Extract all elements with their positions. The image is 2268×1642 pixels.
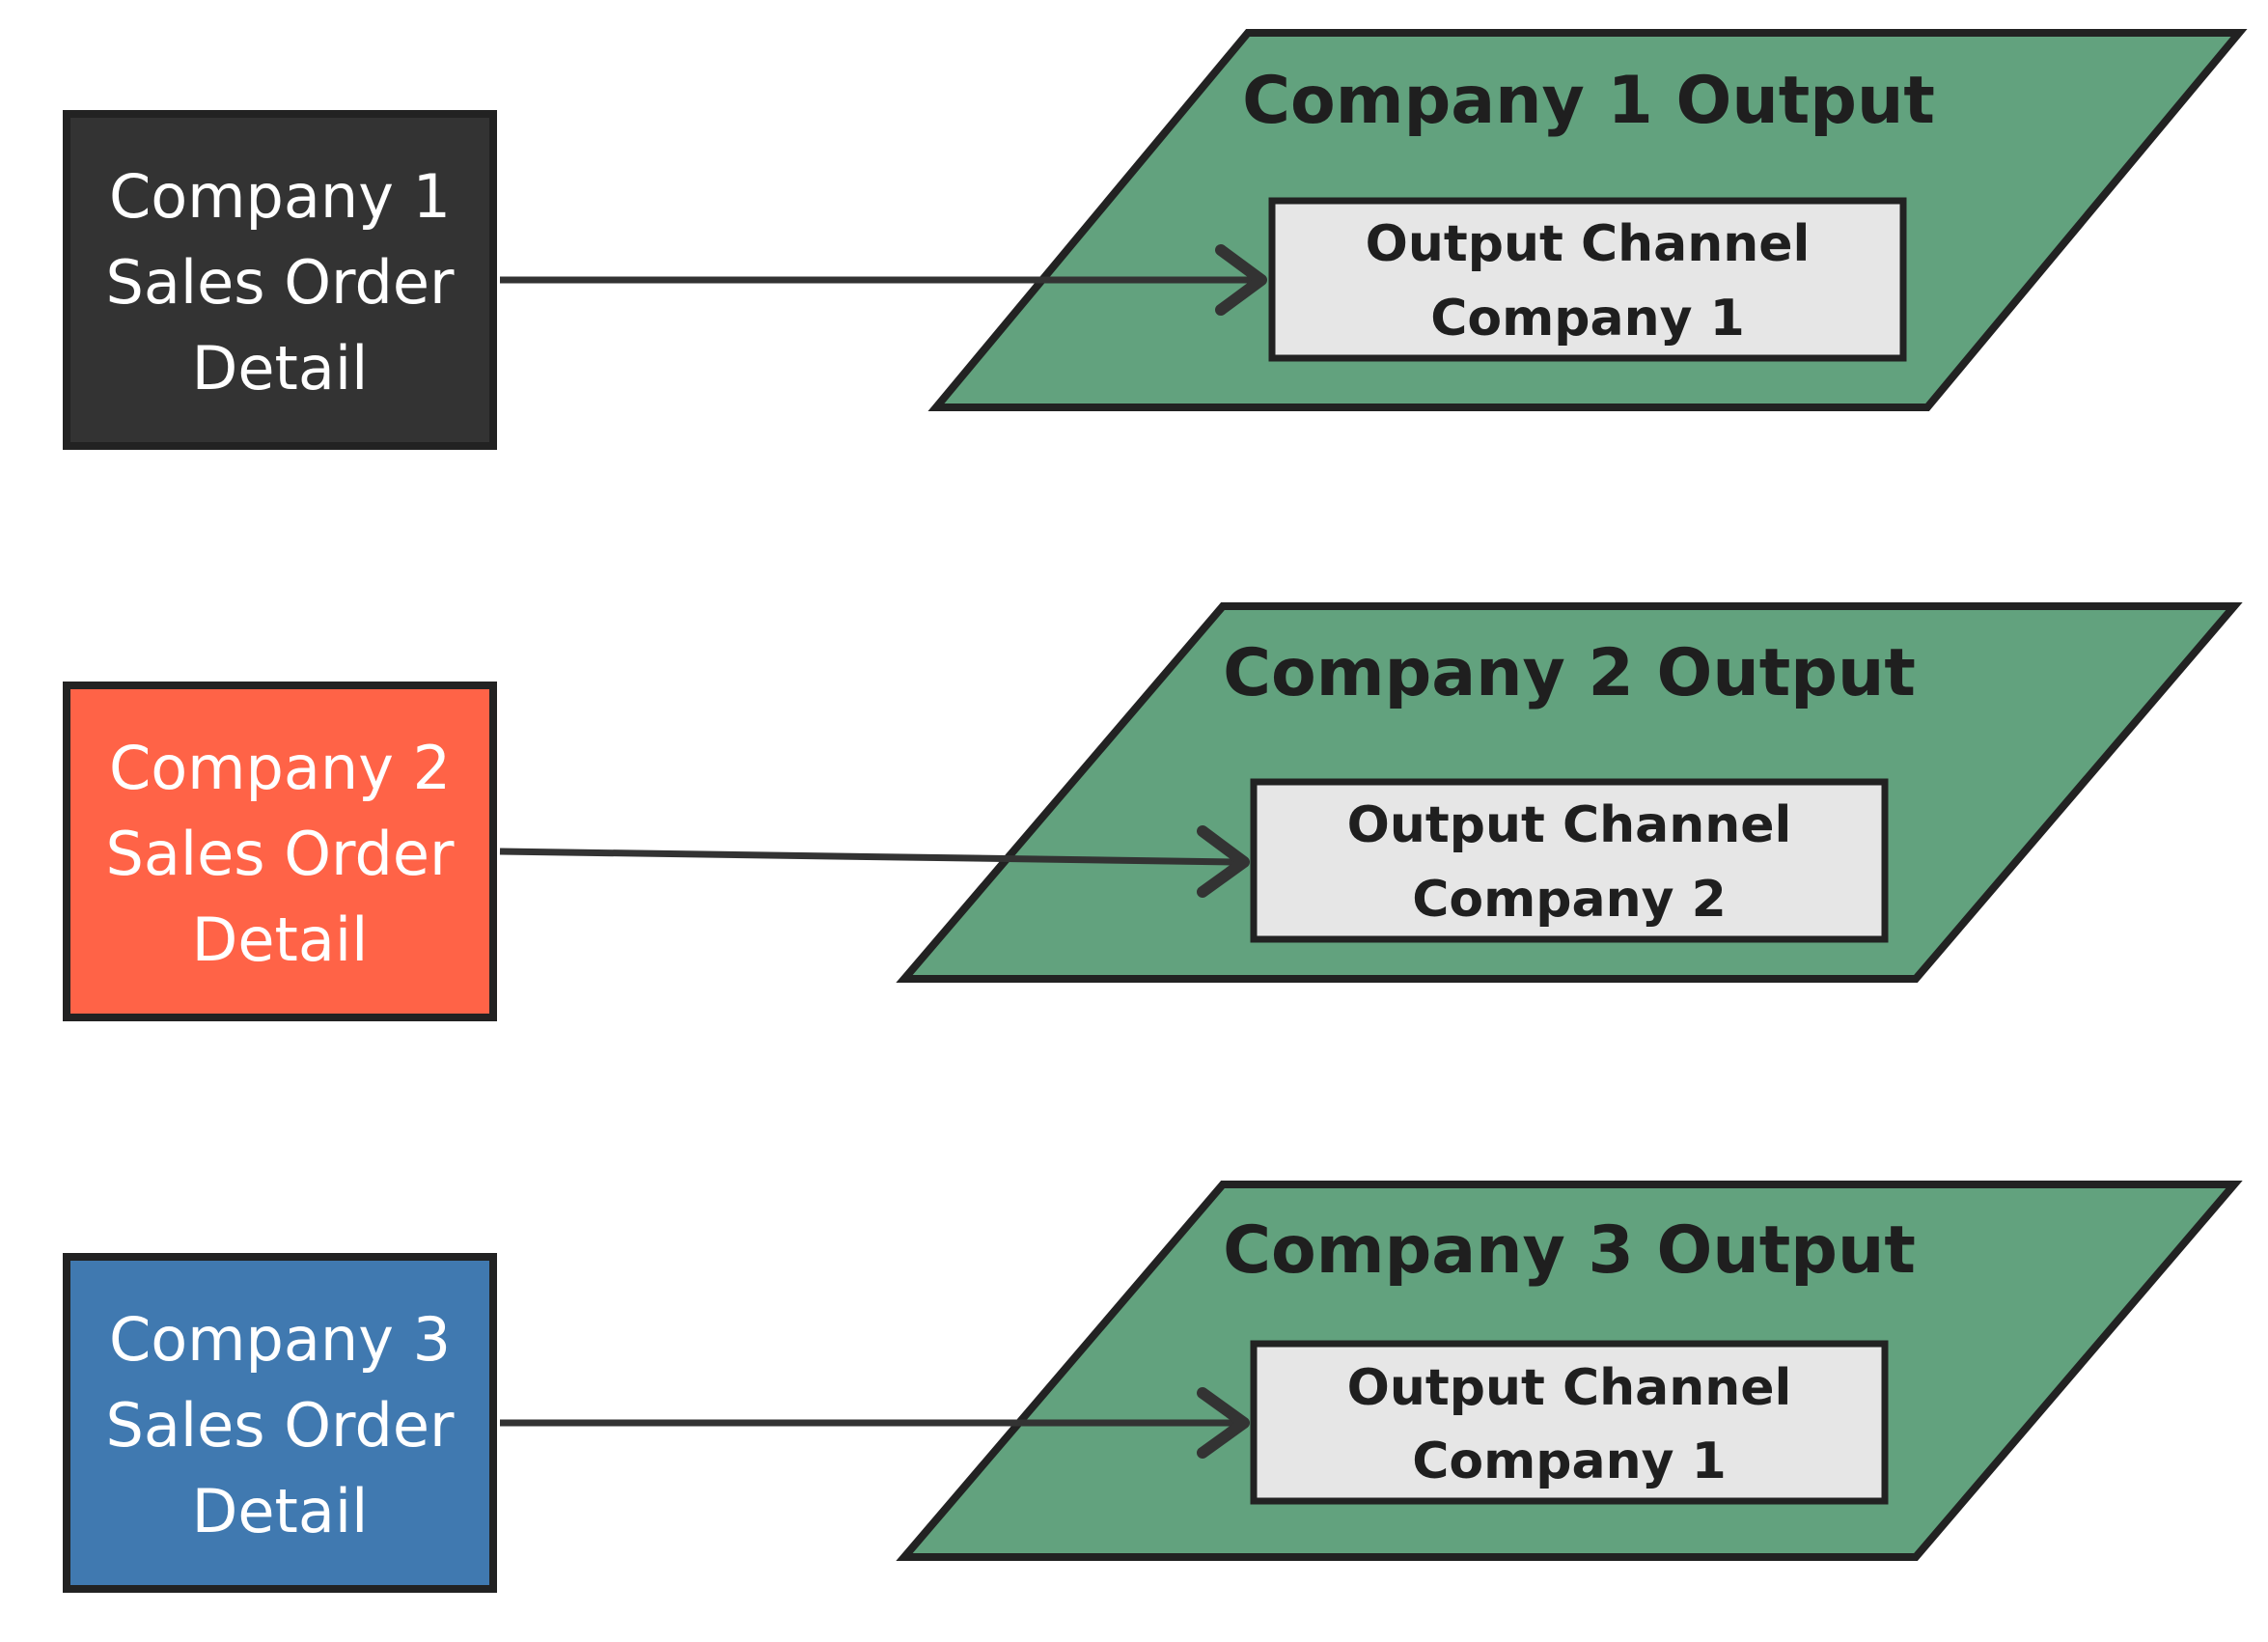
output-channel-company-3-label-line1: Output Channel — [1347, 1359, 1792, 1417]
company-2-output-title: Company 2 Output — [1223, 635, 1916, 711]
company-1-source-label-line2: Sales Order — [106, 247, 455, 318]
company-2-sales-order-detail-node[interactable] — [63, 682, 497, 1021]
output-channel-company-3-label-line2: Company 1 — [1412, 1433, 1727, 1490]
output-channel-company-1-label-line2: Company 1 — [1430, 290, 1745, 348]
company-3-sales-order-detail-node[interactable] — [63, 1253, 497, 1593]
flow-row-2: Company 2 Output Output Channel Company … — [63, 602, 2243, 1021]
arrowhead-company-1-icon — [1215, 244, 1267, 316]
output-channel-company-1-label-line1: Output Channel — [1366, 215, 1811, 273]
output-channel-company-2-box[interactable] — [1250, 778, 1889, 943]
company-1-source-label-line1: Company 1 — [109, 161, 451, 232]
company-2-source-label-line1: Company 2 — [109, 733, 451, 803]
flow-row-3: Company 3 Output Output Channel Company … — [63, 1181, 2243, 1593]
arrowhead-company-3-icon — [1197, 1387, 1250, 1459]
company-3-source-label-line3: Detail — [192, 1476, 369, 1546]
company-2-source-label-line2: Sales Order — [106, 819, 455, 889]
output-channel-company-2-label-line2: Company 2 — [1412, 871, 1727, 929]
output-channel-company-1-box[interactable] — [1268, 197, 1907, 362]
output-channel-company-2-label-line1: Output Channel — [1347, 796, 1792, 854]
company-1-sales-order-detail-node[interactable] — [63, 110, 497, 450]
company-3-source-label-line2: Sales Order — [106, 1390, 455, 1461]
arrowhead-company-2-icon — [1197, 825, 1250, 898]
flow-row-1: Company 1 Output Output Channel Company … — [63, 29, 2248, 450]
arrow-company-2-to-output — [499, 848, 1238, 866]
output-channel-company-3-box[interactable] — [1250, 1340, 1889, 1505]
company-2-source-label-line3: Detail — [192, 904, 369, 975]
company-1-source-label-line3: Detail — [192, 333, 369, 404]
company-3-source-label-line1: Company 3 — [109, 1304, 451, 1375]
company-3-output-title: Company 3 Output — [1223, 1212, 1916, 1289]
company-1-output-title: Company 1 Output — [1242, 63, 1935, 139]
